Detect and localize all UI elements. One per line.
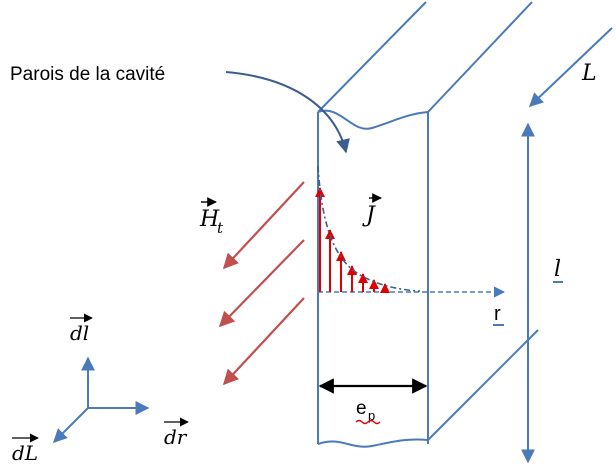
field-H-label: H [199,207,220,232]
length-L-label: L [581,61,597,86]
wall-slab [317,1,539,448]
magnetic-field-arrows [218,181,305,386]
length-L-arrow [528,27,613,107]
current-J-label: J [362,203,376,228]
length-l-label: l [554,257,561,282]
h-field-arrow-3 [222,297,305,386]
current-density-arrows [315,187,390,293]
wall-depth-edge-bottom [427,329,539,441]
h-field-arrow-1 [222,181,305,270]
skin-depth-subscript: p [368,408,375,423]
vec-dL-label: dL [12,441,38,465]
h-field-arrow-2 [218,239,305,328]
wall-top-break-line [317,109,429,130]
skin-depth-label: e [356,398,367,419]
skin-depth-spellcheck-underline [355,419,381,425]
vec-dl-label: dl [70,321,89,345]
r-axis-label: r [494,303,501,325]
wall-depth-edge-1 [317,1,427,113]
wall-bottom-break-line [317,438,429,448]
wall-caption-pointer-arrow [225,71,350,154]
local-axes [53,356,150,443]
field-H-subscript: t [217,219,224,237]
decay-envelope-curve [317,165,421,292]
wall-caption: Parois de la cavité [10,64,165,85]
axis-dL-arrow [53,407,89,443]
wall-depth-edge-2 [427,1,533,113]
vec-dr-label: dr [164,425,188,449]
